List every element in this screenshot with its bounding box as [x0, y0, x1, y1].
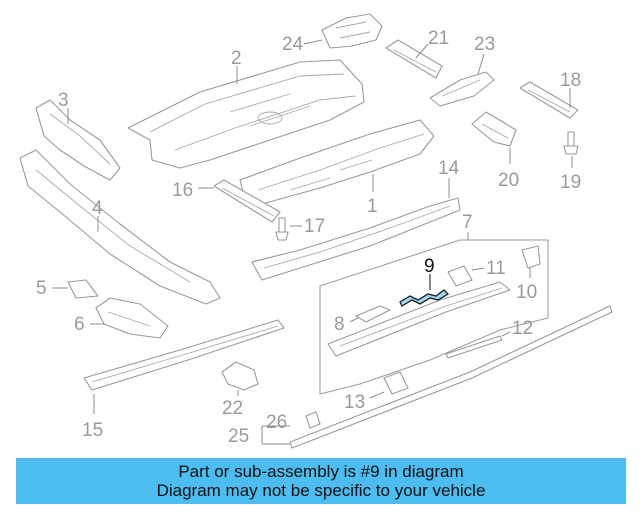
part-19-bolt[interactable] [563, 131, 579, 155]
callout-21[interactable]: 21 [428, 28, 449, 49]
part-16-rail[interactable] [213, 179, 281, 223]
part-24-bracket[interactable] [321, 13, 383, 49]
part-22-bracket[interactable] [221, 361, 259, 391]
part-4-front-member[interactable] [19, 149, 221, 305]
callout-17[interactable]: 17 [304, 216, 325, 237]
part-20-bracket[interactable] [471, 111, 517, 147]
callout-26[interactable]: 26 [266, 412, 287, 433]
part-5-clip[interactable] [67, 279, 99, 299]
callout-18[interactable]: 18 [560, 70, 581, 91]
banner-line-1: Part or sub-assembly is #9 in diagram [178, 462, 464, 481]
leader-13 [369, 391, 385, 399]
callout-20[interactable]: 20 [498, 170, 519, 191]
part-15-rocker[interactable] [83, 319, 285, 391]
callout-11[interactable]: 11 [486, 258, 506, 279]
leader-25 [261, 425, 290, 445]
callout-19[interactable]: 19 [560, 172, 581, 193]
callout-10[interactable]: 10 [516, 282, 537, 303]
callout-15[interactable]: 15 [82, 420, 103, 441]
callout-24[interactable]: 24 [282, 34, 304, 55]
callout-2[interactable]: 2 [231, 48, 242, 69]
callout-5[interactable]: 5 [36, 278, 47, 299]
callout-25[interactable]: 25 [228, 426, 249, 447]
callout-12[interactable]: 12 [512, 318, 533, 339]
group-7-outline [319, 239, 549, 395]
callout-14[interactable]: 14 [438, 158, 460, 179]
leader-21 [415, 43, 429, 59]
callout-9[interactable]: 9 [424, 256, 435, 277]
part-13-bracket[interactable] [383, 371, 409, 395]
part-9-highlighted[interactable] [399, 289, 450, 307]
part-12-strip[interactable] [445, 335, 503, 359]
leader-12 [501, 331, 511, 337]
part-23-crossmember[interactable] [429, 71, 495, 107]
part-21-rail[interactable] [385, 39, 443, 79]
part-8-reinforcement[interactable] [355, 305, 391, 323]
part-26-clip[interactable] [305, 411, 321, 429]
callout-16[interactable]: 16 [172, 180, 193, 201]
part-2-floor-pan[interactable] [127, 59, 365, 169]
part-10-bracket[interactable] [521, 245, 541, 269]
parts-diagram: 2 24 21 23 18 19 20 [19, 13, 613, 449]
callout-8[interactable]: 8 [334, 314, 345, 335]
part-7-inner-sill[interactable] [327, 281, 511, 357]
callout-7[interactable]: 7 [462, 212, 473, 233]
part-11-bracket[interactable] [447, 265, 473, 287]
callout-6[interactable]: 6 [74, 314, 85, 335]
leader-24 [303, 39, 323, 45]
part-25-outer-sill[interactable] [289, 305, 613, 449]
part-6-bracket[interactable] [95, 297, 169, 339]
part-3-side-member[interactable] [35, 99, 121, 181]
callout-3[interactable]: 3 [58, 90, 69, 111]
callout-4[interactable]: 4 [92, 198, 103, 219]
part-17-bolt[interactable] [275, 217, 289, 241]
info-banner: Part or sub-assembly is #9 in diagram Di… [16, 458, 626, 504]
leader-23 [477, 53, 485, 75]
part-18-reinforcement[interactable] [519, 81, 579, 119]
callout-1[interactable]: 1 [367, 196, 378, 217]
part-14-sill[interactable] [251, 197, 461, 281]
callout-23[interactable]: 23 [474, 34, 495, 55]
callout-22[interactable]: 22 [222, 398, 243, 419]
callout-13[interactable]: 13 [344, 392, 365, 413]
leader-11 [471, 267, 485, 271]
banner-line-2: Diagram may not be specific to your vehi… [156, 481, 486, 500]
leader-8 [349, 317, 359, 323]
